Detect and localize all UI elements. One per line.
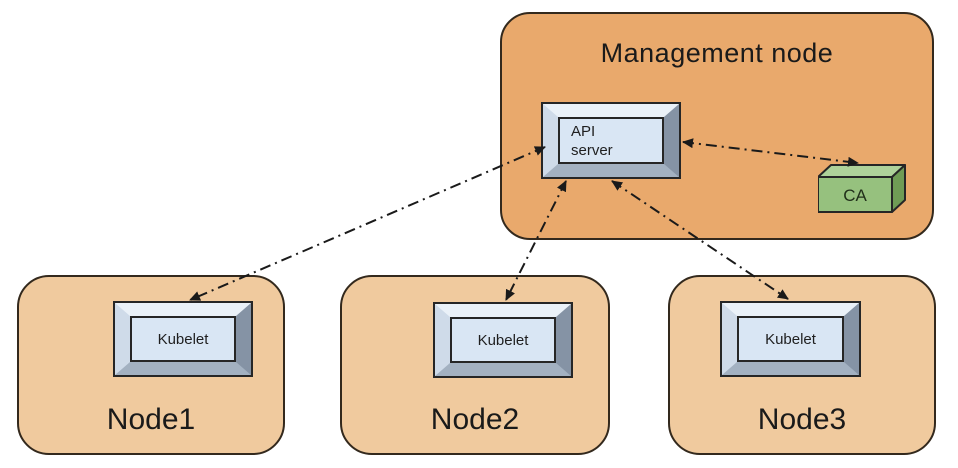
worker-node-2-label: Node2 (430, 403, 520, 436)
kubelet-label-node2: Kubelet (477, 331, 529, 349)
kubelet-label-node1: Kubelet (157, 330, 209, 348)
worker-node-1: Kubelet Node1 (17, 275, 285, 455)
worker-node-3: Kubelet Node3 (668, 275, 936, 455)
api-server-box: API server (541, 102, 681, 179)
worker-node-3-label: Node3 (757, 403, 847, 436)
management-node-label: Management node (600, 38, 834, 68)
api-server-label: API server (571, 122, 613, 159)
ca-front-face (818, 176, 893, 213)
ca-label: CA (843, 186, 867, 205)
kubelet-box-node1: Kubelet (113, 301, 253, 377)
worker-node-2: Kubelet Node2 (340, 275, 610, 455)
kubelet-box-node2: Kubelet (433, 302, 573, 378)
ca-box: CA (818, 164, 906, 213)
kubelet-label-node3: Kubelet (765, 330, 816, 348)
ca-top-face (818, 164, 906, 178)
kubelet-box-node3: Kubelet (720, 301, 861, 377)
worker-node-1-label: Node1 (106, 403, 196, 436)
